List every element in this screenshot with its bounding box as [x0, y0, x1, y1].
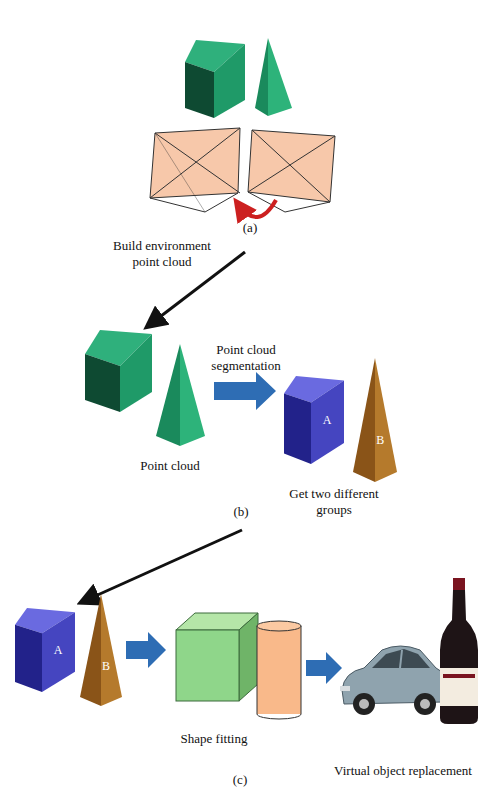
camera-right	[248, 130, 335, 212]
green-prism	[214, 44, 245, 118]
green-prism	[85, 330, 152, 412]
rotation-arrow	[238, 200, 276, 217]
wine-bottle	[440, 590, 478, 724]
pyramid-shape: B	[80, 594, 122, 706]
green-pyramid	[268, 38, 292, 116]
camera-left	[205, 193, 238, 212]
panel-letter: (c)	[233, 772, 247, 788]
camera-left	[150, 128, 240, 198]
camera-right	[285, 202, 330, 212]
caption-text: Get two different groups	[276, 486, 392, 518]
shape-letter: A	[323, 413, 332, 427]
right-face	[375, 358, 397, 482]
fitted-cube	[176, 630, 239, 701]
step-label: Build environment point cloud	[106, 238, 218, 270]
caption-text: Point cloud	[140, 458, 200, 474]
flow-arrow	[82, 530, 242, 602]
camera-left	[150, 198, 205, 212]
camera-left	[150, 128, 240, 212]
pyramid-shape: B	[353, 358, 397, 482]
wine-bottle	[453, 578, 465, 590]
green-pyramid	[156, 344, 205, 446]
shape-outline	[15, 608, 75, 692]
green-prism	[120, 334, 152, 412]
left-face	[80, 594, 101, 706]
front-face	[15, 625, 42, 692]
car	[340, 686, 350, 691]
car	[400, 650, 402, 668]
wine-bottle	[440, 668, 478, 706]
right-face	[101, 594, 122, 706]
shape-outline	[353, 358, 397, 482]
fit-arrow	[126, 632, 166, 668]
panel-letter: (b)	[233, 504, 248, 520]
green-prism	[185, 62, 214, 118]
car	[340, 646, 446, 715]
caption-text: Virtual object replacement	[334, 763, 472, 779]
camera-right	[248, 192, 285, 212]
prism-shape: A	[284, 376, 344, 464]
fitted-cylinder	[257, 626, 301, 719]
wine-bottle	[443, 674, 475, 678]
camera-right	[248, 130, 335, 202]
left-face	[353, 358, 375, 482]
prism-shape: A	[15, 608, 75, 692]
side-face	[42, 612, 75, 692]
green-pyramid	[255, 38, 268, 116]
shape-outline	[284, 376, 344, 464]
shape-outline	[80, 594, 122, 706]
car	[420, 699, 430, 709]
green-pyramid	[180, 344, 205, 446]
green-pyramid	[156, 344, 180, 446]
front-face	[284, 394, 311, 464]
car	[414, 693, 436, 715]
car	[372, 649, 430, 668]
green-prism	[85, 354, 120, 412]
car	[359, 699, 369, 709]
fitted-cylinder	[257, 621, 301, 631]
replace-arrow	[306, 652, 342, 684]
panel-letter: (a)	[243, 220, 257, 236]
fitted-cylinder	[257, 626, 301, 714]
green-prism	[185, 40, 245, 118]
step-label: Point cloud segmentation	[200, 342, 292, 374]
replace-arrow	[306, 652, 342, 684]
camera-left	[155, 133, 205, 212]
fitted-cube	[239, 613, 258, 701]
shape-letter: B	[376, 433, 384, 447]
caption-text: Shape fitting	[181, 731, 248, 747]
car	[353, 693, 375, 715]
camera-left	[150, 128, 240, 198]
camera-right	[248, 136, 335, 192]
green-pyramid	[255, 38, 292, 116]
shape-letter: A	[54, 643, 63, 657]
segmentation-arrow	[214, 372, 276, 410]
wine-bottle	[440, 578, 478, 724]
segmentation-arrow	[214, 372, 276, 410]
camera-right	[252, 130, 330, 202]
fit-arrow	[126, 632, 166, 668]
side-face	[311, 380, 344, 464]
fitted-cube	[176, 613, 258, 701]
shape-letter: B	[102, 659, 110, 673]
fitted-cylinder	[257, 621, 301, 719]
